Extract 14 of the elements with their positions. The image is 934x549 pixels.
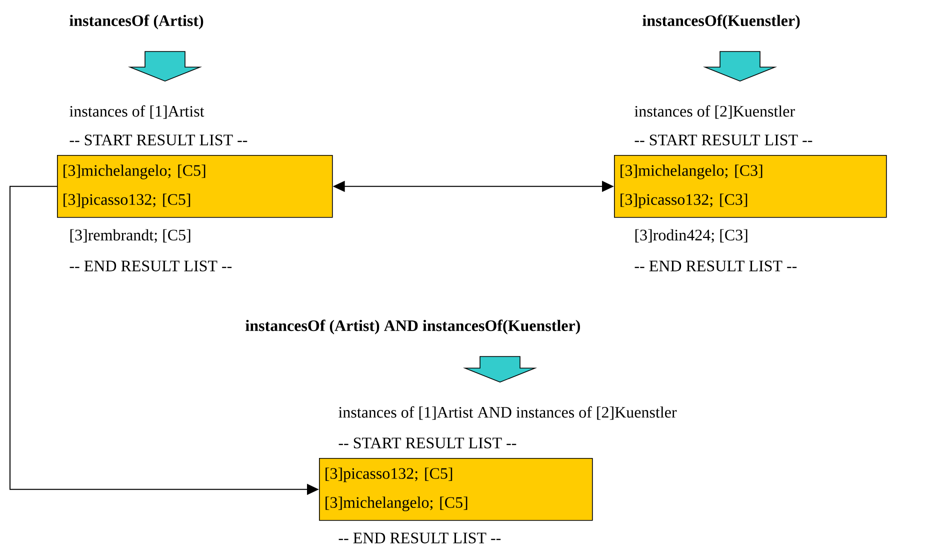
heading: instancesOf(Kuenstler)	[642, 14, 800, 30]
block-arrow	[462, 356, 538, 383]
heading: instancesOf (Artist)	[70, 14, 204, 30]
block-arrow	[702, 51, 778, 82]
heading: instancesOf (Artist) AND instancesOf(Kuenstler)	[246, 320, 580, 334]
list-line: -- END RESULT LIST --	[634, 260, 797, 272]
highlight-box: [3]picasso132; [C5] [3]michelangelo; [C5]	[319, 458, 593, 521]
result-title: instances of [1]Artist AND instances of [2]Kuenstler	[338, 406, 677, 420]
result-title: instances of [2]Kuenstler	[634, 105, 795, 119]
highlight-box: [3]michelangelo; [C3] [3]picasso132; [C3]	[614, 155, 887, 218]
highlight-box: [3]michelangelo; [C5] [3]picasso132; [C5]	[57, 155, 333, 218]
list-line: -- END RESULT LIST --	[70, 260, 232, 272]
result-title: instances of [1]Artist	[70, 105, 204, 119]
block-arrow	[128, 51, 202, 82]
